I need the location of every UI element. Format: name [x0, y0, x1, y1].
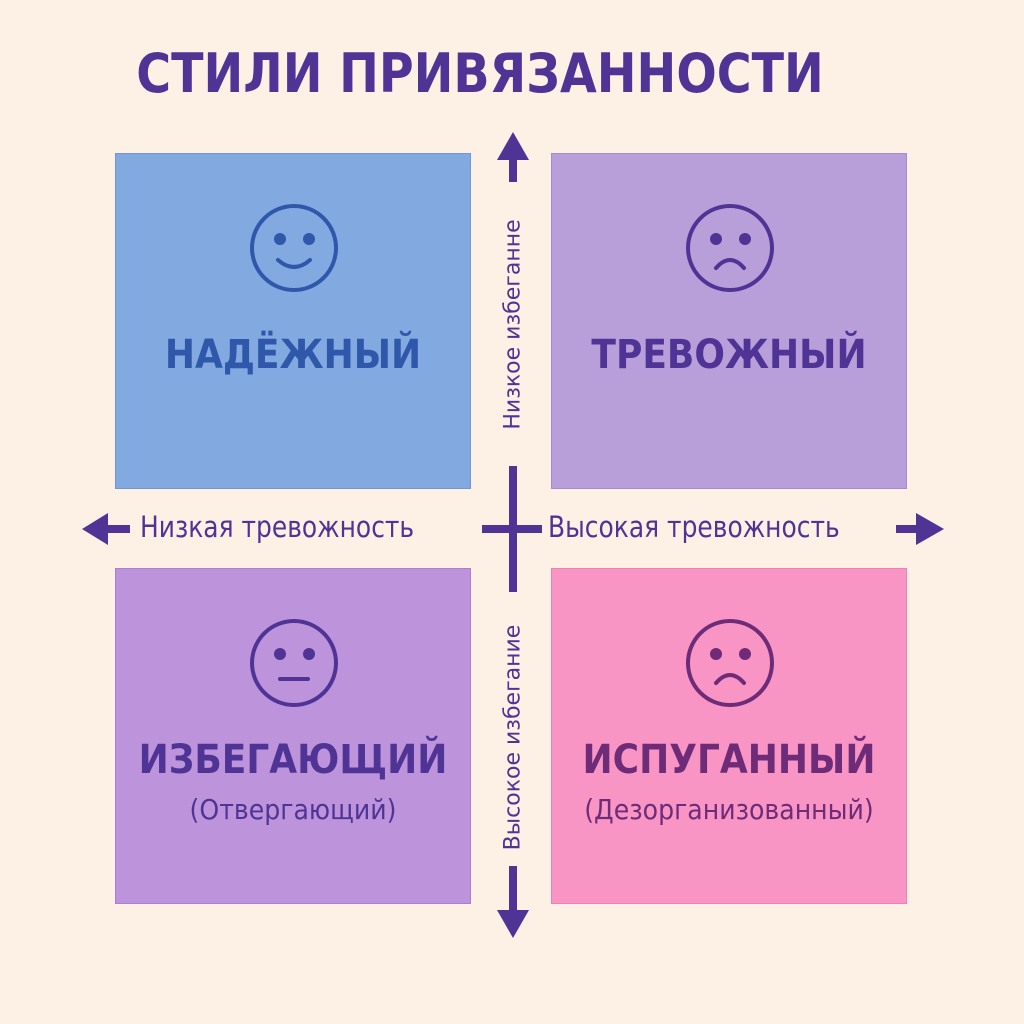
- page-title: СТИЛИ ПРИВЯЗАННОСТИ: [136, 42, 824, 105]
- quadrant-avoidant: ИЗБЕГАЮЩИЙ (Отвергающий): [115, 568, 471, 904]
- arrow-left-icon: [82, 513, 108, 545]
- quadrant-fearful: ИСПУГАННЫЙ (Дезорганизованный): [551, 568, 907, 904]
- smile-icon: [250, 204, 338, 292]
- neutral-face-icon: [250, 619, 338, 707]
- quadrant-secure: НАДЁЖНЫЙ: [115, 153, 471, 489]
- quadrant-anxious: ТРЕВОЖНЫЙ: [551, 153, 907, 489]
- quadrant-title: ТРЕВОЖНЫЙ: [591, 332, 867, 378]
- axis-label-high-avoidance: Высокое избегание: [500, 624, 526, 851]
- axis-label-low-avoidance: Низкое избеганне: [500, 219, 526, 430]
- quadrant-subtitle: (Отвергающий): [189, 793, 397, 826]
- quadrant-title: НАДЁЖНЫЙ: [164, 332, 422, 378]
- horizontal-axis: [82, 513, 944, 545]
- arrow-right-icon: [916, 513, 944, 545]
- quadrant-title: ИЗБЕГАЮЩИЙ: [138, 737, 448, 783]
- frown-icon: [686, 204, 774, 292]
- arrow-up-icon: [497, 132, 529, 160]
- frown-icon: [686, 619, 774, 707]
- arrow-down-icon: [497, 910, 529, 938]
- quadrant-title: ИСПУГАННЫЙ: [582, 737, 876, 783]
- axis-label-high-anxiety: Высокая тревожность: [548, 510, 840, 544]
- axis-label-low-anxiety: Низкая тревожность: [140, 510, 415, 544]
- quadrant-subtitle: (Дезорганизованный): [584, 793, 874, 826]
